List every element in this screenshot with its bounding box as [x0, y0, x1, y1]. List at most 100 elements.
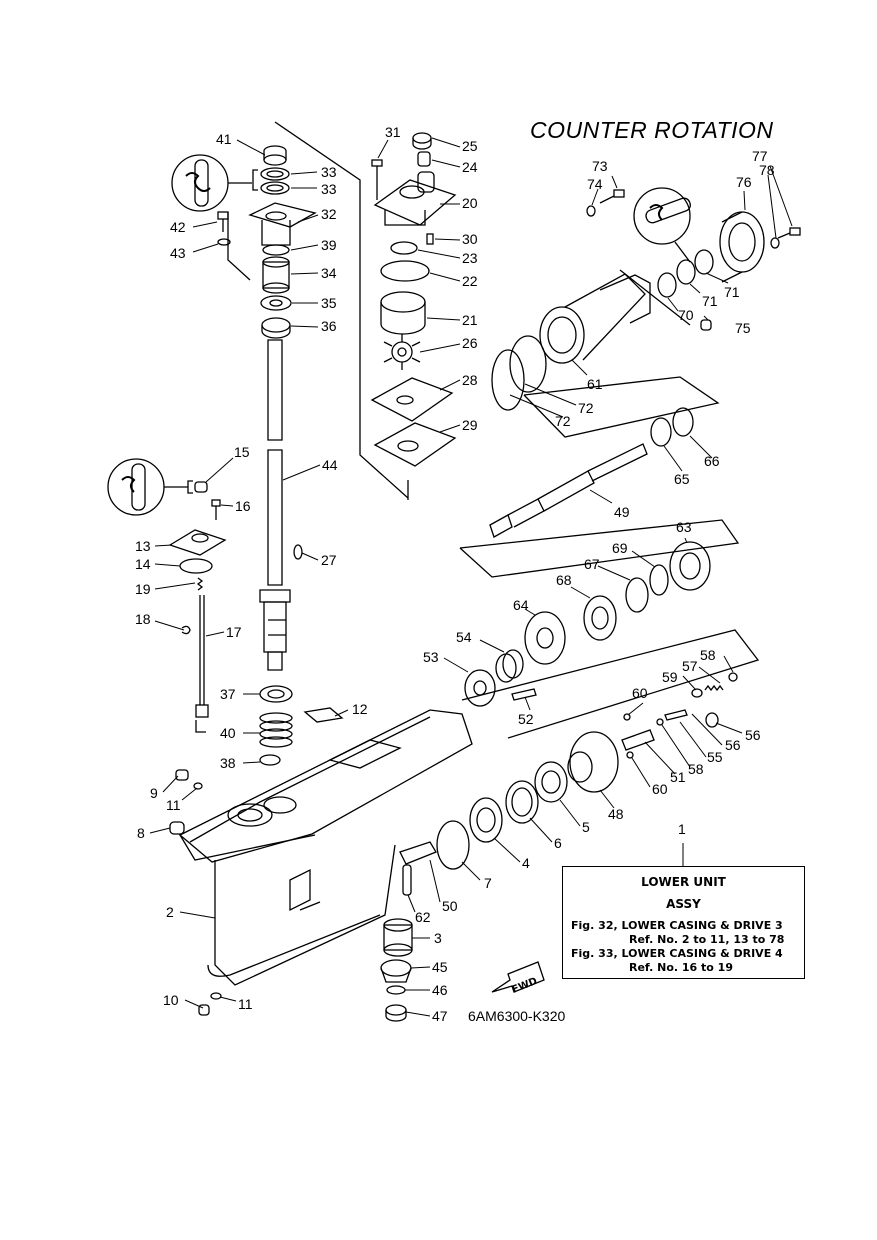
leader-lines [149, 137, 793, 1017]
part-4-bearing [469, 797, 503, 843]
part-45-pinion-gear [380, 959, 412, 983]
callout-29: 29 [462, 417, 478, 433]
part-51-shift-plunger [621, 729, 655, 751]
part-77-bolt [777, 227, 801, 239]
callout-31: 31 [385, 124, 401, 140]
part-23-oring [390, 241, 418, 255]
callout-49: 49 [614, 504, 630, 520]
callout-11-lower: 11 [238, 996, 253, 1012]
callout-8: 8 [137, 825, 145, 841]
callout-1: 1 [678, 821, 686, 837]
detail-circle-seal-15 [107, 458, 193, 516]
part-34-bushing [262, 256, 290, 294]
part-70-seal [657, 272, 677, 298]
part-59-shim [691, 688, 703, 698]
part-16-bolt [211, 499, 221, 520]
part-18-clip [181, 625, 191, 635]
callout-34: 34 [321, 265, 337, 281]
part-8-plug [169, 821, 185, 835]
reference-line-3: Fig. 32, LOWER CASING & DRIVE 3 [571, 919, 783, 932]
callout-46: 46 [432, 982, 448, 998]
part-50-sleeve [399, 841, 437, 865]
callout-54: 54 [456, 629, 472, 645]
callout-51: 51 [670, 769, 686, 785]
callout-33-lower: 33 [321, 181, 337, 197]
part-52-pin [511, 688, 537, 701]
callout-69: 69 [612, 540, 628, 556]
callout-27: 27 [321, 552, 337, 568]
callout-64: 64 [513, 597, 529, 613]
part-68-bearing [583, 595, 617, 641]
callout-40: 40 [220, 725, 236, 741]
callout-30: 30 [462, 231, 478, 247]
callout-13: 13 [135, 538, 151, 554]
callout-59: 59 [662, 669, 678, 685]
callout-28: 28 [462, 372, 478, 388]
part-33-seals [260, 167, 290, 195]
callout-16: 16 [235, 498, 251, 514]
part-7-shim [436, 820, 470, 870]
part-29-gasket [373, 422, 457, 467]
part-65-thrust-washer [650, 417, 672, 447]
callout-50: 50 [442, 898, 458, 914]
part-74-washer [586, 205, 596, 217]
reference-line-2: ASSY [666, 897, 701, 911]
callout-2: 2 [166, 904, 174, 920]
callout-15: 15 [234, 444, 250, 460]
diagram-title: COUNTER ROTATION [530, 117, 774, 143]
part-35-washer [260, 295, 292, 311]
callout-14: 14 [135, 556, 151, 572]
part-26-impeller [383, 334, 421, 370]
part-10-screw [198, 1004, 210, 1016]
part-13-cover [168, 529, 227, 556]
part-63-bearing [669, 541, 711, 591]
part-32-housing [248, 202, 317, 246]
part-15-seal [194, 481, 208, 493]
part-24-tube [417, 151, 431, 167]
callout-48: 48 [608, 806, 624, 822]
reference-line-6: Ref. No. 16 to 19 [629, 961, 733, 974]
reference-line-4: Ref. No. 2 to 11, 13 to 78 [629, 933, 785, 946]
part-53-clutch [464, 669, 496, 707]
callout-72-upper: 72 [578, 400, 594, 416]
part-11-washer-upper [193, 782, 203, 790]
callout-38: 38 [220, 755, 236, 771]
callout-62: 62 [415, 909, 431, 925]
part-3-bearing [383, 918, 413, 957]
part-47-nut [385, 1004, 407, 1022]
part-36-sleeve [261, 317, 291, 339]
callout-61: 61 [587, 376, 603, 392]
part-31-bolt [371, 159, 383, 200]
part-67-shim [625, 577, 649, 613]
callout-70: 70 [678, 307, 694, 323]
fwd-arrow-icon: FWD [491, 961, 545, 996]
part-62-pin [402, 864, 412, 896]
part-69-washer [649, 564, 669, 596]
callout-32: 32 [321, 206, 337, 222]
part-60-pins [623, 713, 634, 759]
callout-68: 68 [556, 572, 572, 588]
part-71-seals [676, 249, 714, 285]
callout-71-upper: 71 [724, 284, 740, 300]
callout-73: 73 [592, 158, 608, 174]
reference-line-5: Fig. 33, LOWER CASING & DRIVE 4 [571, 947, 783, 960]
part-75-nut [700, 319, 712, 331]
callout-7: 7 [484, 875, 492, 891]
part-30-pin [426, 233, 434, 245]
part-11-washer-lower [210, 992, 222, 1000]
part-41-cap [263, 145, 287, 166]
part-2-lower-casing [178, 709, 473, 986]
part-58-ball-upper [728, 672, 738, 682]
part-76-ring-nut [719, 211, 765, 283]
part-25-grommet [412, 132, 432, 150]
callout-39: 39 [321, 237, 337, 253]
part-54-spring [495, 649, 524, 683]
callout-66: 66 [704, 453, 720, 469]
part-17-shift-rod [195, 595, 209, 733]
callout-11-upper: 11 [166, 797, 181, 813]
part-40-shims [259, 712, 293, 748]
callout-77: 77 [752, 148, 768, 164]
part-6-race [505, 780, 539, 824]
callout-71-lower: 71 [702, 293, 718, 309]
